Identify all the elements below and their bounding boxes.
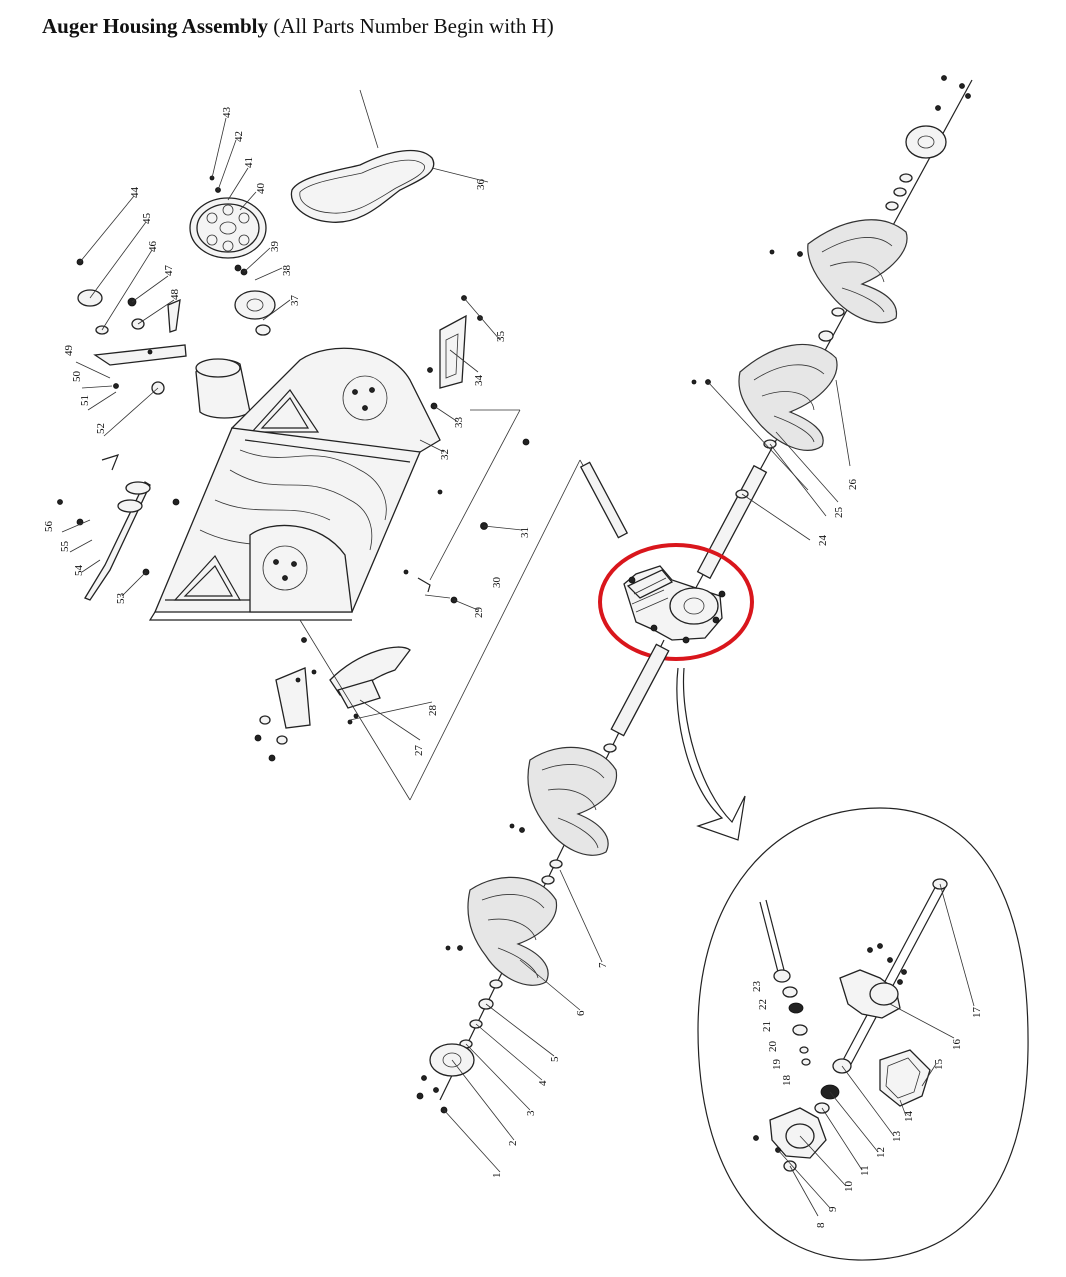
detail-labels: 8 9 10 11 12 13 14 15 16 17 18 19 20 21 …: [751, 981, 983, 1229]
label-3: 3: [525, 1110, 537, 1116]
gearbox-detail: [697, 807, 1029, 1261]
label-35: 35: [495, 331, 507, 343]
title-normal: (All Parts Number Begin with H): [268, 14, 554, 38]
label-36: 36: [475, 179, 487, 191]
gearbox: [598, 543, 754, 841]
label-13: 13: [891, 1131, 903, 1143]
label-16: 16: [951, 1039, 963, 1051]
label-4: 4: [537, 1080, 549, 1086]
label-27: 27: [413, 745, 425, 757]
label-50: 50: [71, 371, 83, 383]
label-24: 24: [817, 535, 829, 547]
label-37: 37: [289, 295, 301, 307]
label-38: 38: [281, 265, 293, 277]
label-26: 26: [847, 479, 859, 491]
label-49: 49: [63, 345, 75, 357]
label-54: 54: [73, 565, 85, 577]
diagram-title: Auger Housing Assembly (All Parts Number…: [42, 14, 554, 39]
label-5: 5: [549, 1056, 561, 1062]
bracket-parts: [254, 295, 530, 762]
label-25: 25: [833, 507, 845, 519]
title-bold: Auger Housing Assembly: [42, 14, 268, 38]
label-33: 33: [453, 417, 465, 429]
label-56: 56: [43, 521, 55, 533]
label-17: 17: [971, 1007, 983, 1019]
label-51: 51: [79, 395, 91, 406]
label-52: 52: [95, 423, 107, 434]
label-23: 23: [751, 981, 763, 993]
label-39: 39: [269, 241, 281, 253]
label-42: 42: [233, 131, 245, 142]
label-48: 48: [169, 289, 181, 301]
highlight-circle: [598, 543, 754, 661]
label-9: 9: [827, 1206, 839, 1212]
label-53: 53: [115, 593, 127, 605]
label-21: 21: [761, 1021, 773, 1032]
label-29: 29: [473, 607, 485, 619]
label-44: 44: [129, 187, 141, 199]
label-34: 34: [473, 375, 485, 387]
label-8: 8: [815, 1222, 827, 1228]
label-41: 41: [243, 157, 255, 168]
label-22: 22: [757, 999, 769, 1010]
auger-pulley: [189, 175, 276, 336]
label-32: 32: [439, 449, 451, 460]
leader-lines-shaft: [443, 379, 851, 1173]
left-side-parts: [57, 258, 187, 601]
main-labels: 1 2 3 4 5 6 7 24 25 26 27 28 29 30 31 32…: [43, 107, 859, 1179]
drive-belt: [290, 89, 489, 223]
label-15: 15: [933, 1059, 945, 1071]
label-28: 28: [427, 705, 439, 717]
label-10: 10: [843, 1181, 855, 1193]
label-20: 20: [767, 1041, 779, 1053]
label-12: 12: [875, 1147, 887, 1158]
label-19: 19: [771, 1059, 783, 1071]
label-40: 40: [255, 183, 267, 195]
label-6: 6: [575, 1010, 587, 1016]
label-14: 14: [903, 1111, 915, 1123]
label-7: 7: [597, 962, 609, 968]
label-30: 30: [491, 577, 503, 589]
label-1: 1: [491, 1173, 503, 1179]
label-43: 43: [221, 107, 233, 119]
label-47: 47: [163, 265, 175, 277]
label-2: 2: [507, 1141, 519, 1147]
auger-shaft-lower: [416, 639, 670, 1114]
label-45: 45: [141, 213, 153, 225]
label-18: 18: [781, 1075, 793, 1087]
label-11: 11: [859, 1165, 871, 1176]
leader-lines-main: [61, 117, 581, 801]
auger-housing: [148, 347, 441, 621]
label-55: 55: [59, 541, 71, 553]
auger-shaft-upper: [579, 75, 973, 596]
label-31: 31: [519, 527, 531, 538]
label-46: 46: [147, 241, 159, 253]
